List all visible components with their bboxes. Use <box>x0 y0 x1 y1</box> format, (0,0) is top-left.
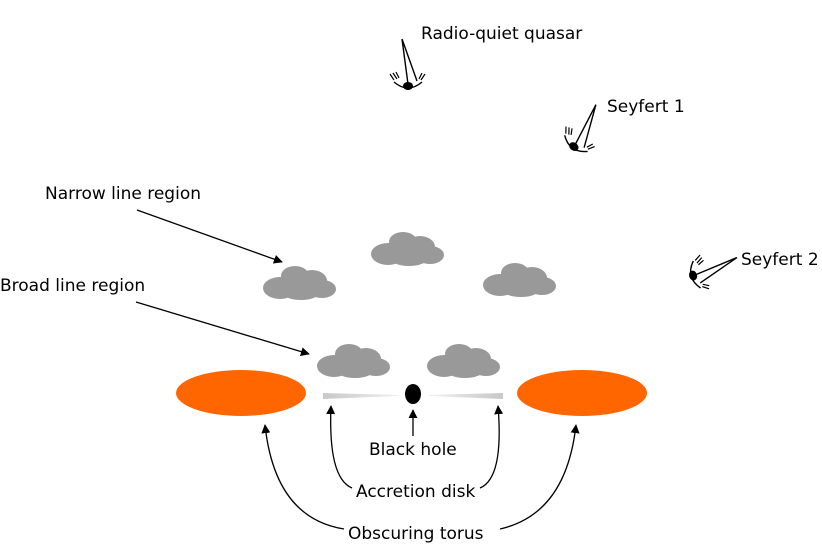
label-obscuring-torus: Obscuring torus <box>348 524 484 544</box>
cloud-icon-broad-line-right <box>427 344 500 378</box>
label-seyfert-1: Seyfert 1 <box>607 97 685 117</box>
arrow-torus-left <box>261 424 345 530</box>
arrow-torus-right <box>499 424 580 530</box>
accretion-disk-left <box>323 393 398 399</box>
arrow-broad-line-region <box>135 301 310 356</box>
label-seyfert-2: Seyfert 2 <box>741 250 819 270</box>
label-accretion-disk: Accretion disk <box>356 482 475 502</box>
eye-icon-seyfert-1 <box>564 104 597 153</box>
cloud-icon-narrow-line-top <box>371 232 444 266</box>
label-radio-quiet-quasar: Radio-quiet quasar <box>421 24 582 44</box>
eye-icon-seyfert-2 <box>688 254 738 290</box>
torus-left <box>176 370 306 416</box>
label-broad-line-region: Broad line region <box>0 276 145 296</box>
arrow-accretion-disk-left <box>326 405 353 489</box>
cloud-icon-narrow-line-right <box>483 263 556 297</box>
accretion-disk-right <box>430 393 503 399</box>
eye-icon-radio-quiet-quasar <box>389 38 426 90</box>
label-black-hole: Black hole <box>369 440 457 460</box>
cloud-icon-broad-line-left <box>317 344 390 378</box>
torus-right <box>517 370 647 416</box>
black-hole <box>405 384 421 404</box>
label-narrow-line-region: Narrow line region <box>45 184 201 204</box>
cloud-icon-narrow-line-left <box>263 266 336 300</box>
arrow-accretion-disk-right <box>479 405 504 489</box>
arrow-narrow-line-region <box>136 209 283 264</box>
